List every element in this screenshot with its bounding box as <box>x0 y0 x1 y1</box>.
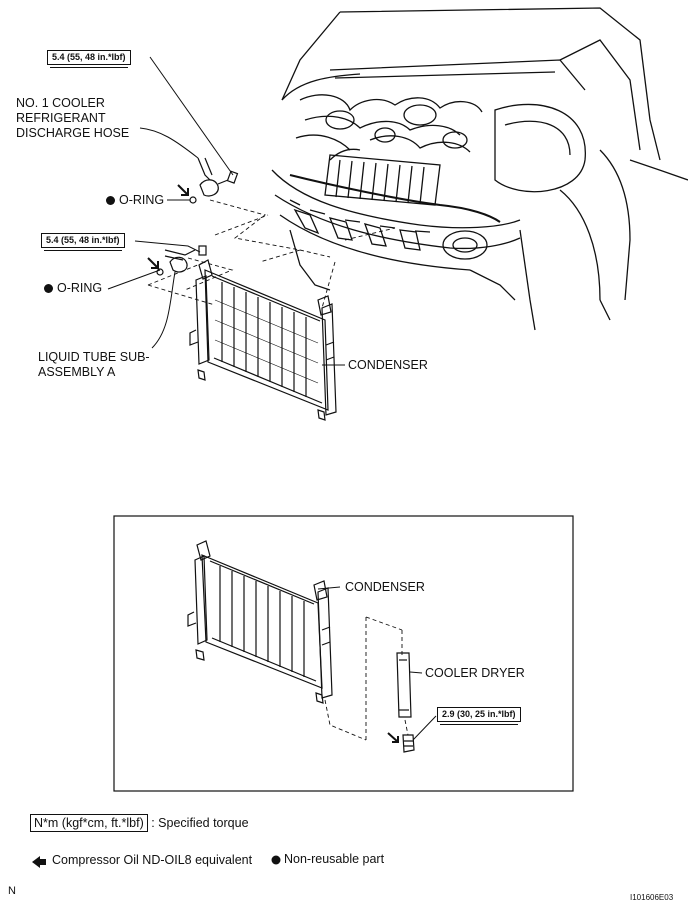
legend-nonreusable: Non-reusable part <box>284 852 384 866</box>
inset-dashed-lines <box>324 616 409 741</box>
assembly-dashed-lines <box>147 199 396 309</box>
oring-label-top: O-RING <box>106 193 164 208</box>
leader-lines <box>107 56 437 741</box>
condenser-label-top: CONDENSER <box>348 358 428 372</box>
cooler-hose-label: NO. 1 COOLER REFRIGERANT DISCHARGE HOSE <box>16 96 130 140</box>
torque-label-top: 5.4 (55, 48 in.*lbf) <box>47 50 131 68</box>
liquid-tube-label: LIQUID TUBE SUB-ASSEMBLY A <box>38 350 150 379</box>
condenser-top-drawing <box>189 259 337 421</box>
non-reusable-dot-icon <box>106 196 115 205</box>
vehicle-front-end <box>271 7 688 331</box>
cooler-dryer-drawing <box>387 652 415 753</box>
non-reusable-dot-icon <box>271 855 281 865</box>
liquid-tube-fitting <box>147 245 207 276</box>
oring-bottom-text: O-RING <box>57 281 103 295</box>
legend-oil-text: Compressor Oil ND-OIL8 equivalent <box>52 853 253 867</box>
non-reusable-dot-icon <box>44 284 53 293</box>
oring-label-bottom: O-RING <box>44 281 102 296</box>
footer-left-mark: N <box>8 885 16 897</box>
legend-oil: Compressor Oil ND-OIL8 equivalent <box>52 853 252 867</box>
inset-frame <box>113 515 574 792</box>
legend-torque: N*m (kgf*cm, ft.*lbf) : Specified torque <box>30 814 249 832</box>
legend-torque-box: N*m (kgf*cm, ft.*lbf) <box>30 814 148 832</box>
torque-label-inset: 2.9 (30, 25 in.*lbf) <box>437 707 521 725</box>
figure-code: I101606E03 <box>630 893 674 902</box>
oring-top-text: O-RING <box>119 193 165 207</box>
torque-label-middle: 5.4 (55, 48 in.*lbf) <box>41 233 125 251</box>
discharge-hose-fitting <box>177 157 239 204</box>
oil-arrow-icon <box>32 856 46 868</box>
legend-torque-text: : Specified torque <box>151 816 249 830</box>
condenser-label-inset: CONDENSER <box>345 580 425 594</box>
legend-nonreusable-text: Non-reusable part <box>284 852 385 866</box>
cooler-dryer-label: COOLER DRYER <box>425 666 525 680</box>
condenser-inset-drawing <box>187 540 333 704</box>
